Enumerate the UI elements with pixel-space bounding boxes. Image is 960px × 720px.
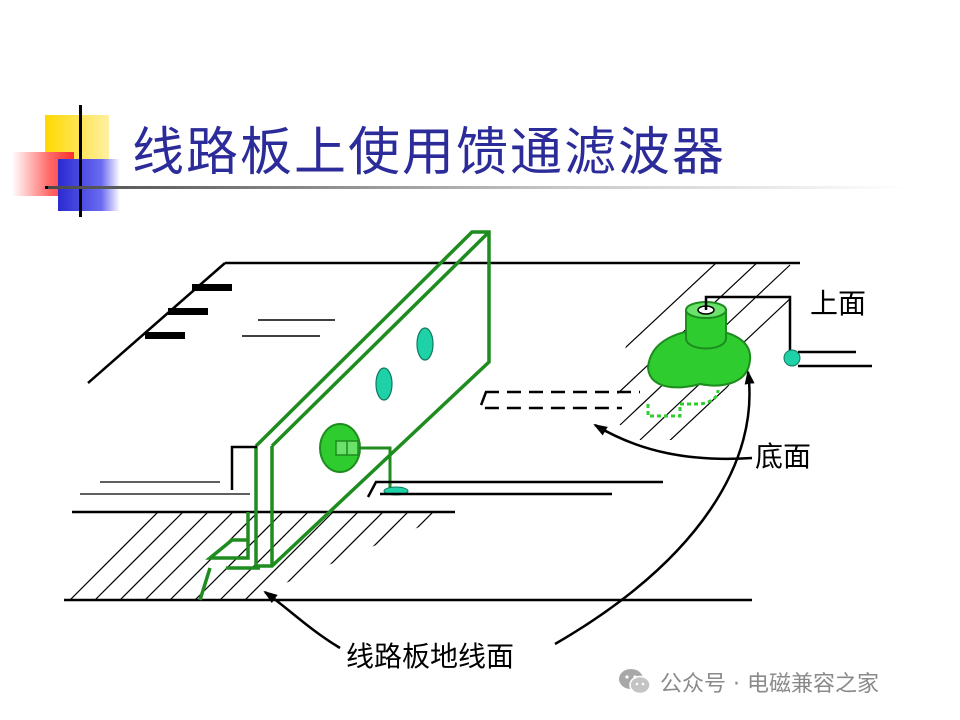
slide-title: 线路板上使用馈通滤波器 [132,123,727,183]
watermark-text: 公众号 · 电磁兼容之家 [660,672,879,697]
board-traces [145,284,232,339]
wechat-icon [619,669,651,695]
underside-trace [478,390,640,410]
label-bottom-face: 底面 [755,440,811,473]
left-leads [230,445,663,498]
title-decoration [0,95,140,217]
shield-wall [198,230,491,601]
label-ground-plane: 线路板地线面 [346,640,514,673]
watermark: 公众号 · 电磁兼容之家 [618,664,879,700]
board-feedthrough-filter [646,295,872,418]
circuit-board-outline [87,261,800,384]
deco-vertical-line [79,105,82,217]
label-top-face: 上面 [810,287,866,320]
title-underline [48,186,908,189]
pointer-arrows [263,370,755,650]
deco-blue-square [58,159,120,211]
ground-plane [64,481,752,602]
wall-holes [375,327,434,401]
wall-feedthrough-filter [319,423,409,496]
